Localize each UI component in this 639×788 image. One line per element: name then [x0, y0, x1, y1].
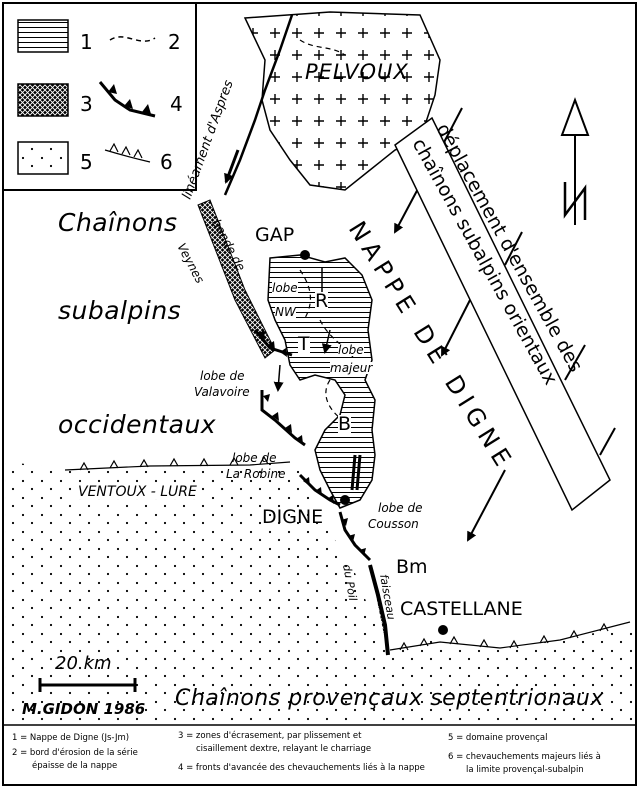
caption-2b: épaisse de la nappe	[32, 761, 118, 771]
legend-swatch-provencal	[17, 141, 69, 175]
lineament-aspres	[223, 14, 294, 196]
lineament-label: linéament d'Aspres	[180, 78, 237, 201]
lobe-valavoire-label-1: lobe de	[200, 369, 245, 383]
nappe-de-digne	[267, 254, 376, 509]
legend-num-6: 6	[160, 150, 173, 174]
caption-4: 4 = fronts d'avancée des chevauchements …	[178, 763, 425, 773]
legend-swatch-nappe	[17, 19, 69, 53]
legend-box	[3, 3, 197, 191]
credit-label: M.GIDON 1986	[22, 700, 146, 718]
castellane-label: CASTELLANE	[400, 598, 523, 620]
pelvoux-label: PELVOUX	[305, 60, 409, 84]
b-label: B	[338, 413, 352, 435]
legend-num-1: 1	[80, 30, 93, 54]
caption-6b: la limite provençal-subalpin	[466, 765, 584, 775]
lobe-nw-label-1: lobe	[272, 281, 298, 295]
caption-6a: 6 = chevauchements majeurs liés à	[448, 752, 601, 762]
t-label: T	[298, 333, 310, 355]
caption-5: 5 = domaine provençal	[448, 733, 548, 743]
gap-label: GAP	[255, 224, 295, 246]
caption-2a: 2 = bord d'érosion de la série	[12, 748, 138, 758]
castellane-thrust	[389, 621, 631, 651]
displacement-box	[394, 116, 611, 512]
lobe-cousson-label-1: lobe de	[378, 501, 423, 515]
provencal-domain	[5, 462, 634, 724]
digne-dot	[340, 495, 350, 505]
legend-swatch-front-line	[98, 81, 156, 118]
lobe-robine-label-2: La Robine	[226, 467, 286, 481]
legend-swatch-crushing-zone	[17, 83, 69, 117]
caption-3b: cisaillement dextre, relayant le charria…	[196, 744, 372, 754]
pelvoux-massif	[243, 11, 441, 191]
digne-label: DIGNE	[262, 506, 324, 528]
north-arrow	[560, 97, 590, 225]
scale-label: 20 km	[55, 653, 112, 674]
legend-num-5: 5	[80, 150, 93, 174]
lobe-nw-label-2: NW	[275, 305, 296, 319]
faisceau-poil	[368, 564, 390, 656]
r-label: R	[315, 290, 329, 312]
gap-dot	[300, 250, 310, 260]
lobe-majeur-label-2: majeur	[330, 361, 373, 375]
ventoux-lure-label: VENTOUX - LURE	[78, 484, 197, 500]
veynes-label: Veynes	[174, 241, 207, 286]
scale-bar	[38, 678, 137, 692]
lobe-majeur-label-1: lobe	[338, 343, 364, 357]
poil-label: du Poil	[340, 563, 359, 602]
legend-num-3: 3	[80, 92, 93, 116]
legend-swatch-erosion-edge	[109, 36, 156, 42]
legend-num-2: 2	[168, 30, 181, 54]
legend-swatch-major-thrust	[104, 149, 151, 163]
legend-num-4: 4	[170, 92, 183, 116]
lobe-robine-label-1: lobe de	[232, 451, 277, 465]
caption-3a: 3 = zones d'écrasement, par plissement e…	[178, 731, 362, 741]
lobe-valavoire-label-2: Valavoire	[194, 385, 250, 399]
caption-1: 1 = Nappe de Digne (Js-Jm)	[12, 733, 130, 743]
occidentaux-label: occidentaux	[58, 410, 217, 439]
provencaux-label: Chaînons provençaux septentrionaux	[175, 686, 604, 711]
castellane-dot	[438, 625, 448, 635]
chainons-label: Chaînons	[58, 208, 178, 237]
subalpins-label: subalpins	[58, 296, 182, 325]
lobe-cousson-label-2: Cousson	[368, 517, 419, 531]
bm-label: Bm	[396, 556, 428, 578]
